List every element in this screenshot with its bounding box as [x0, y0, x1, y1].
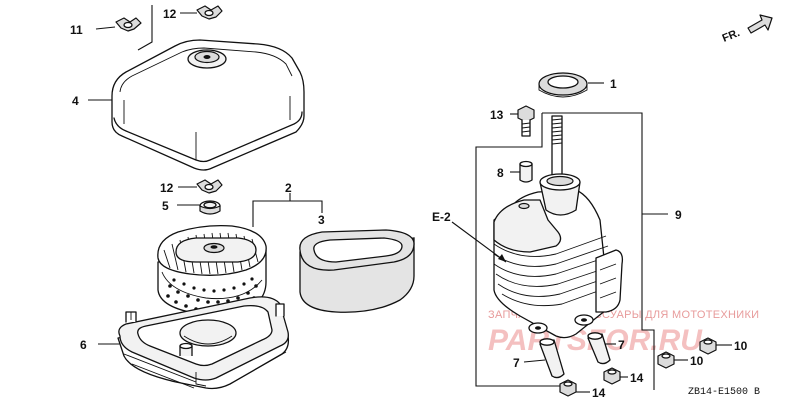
callout-e2-reference: E-2: [432, 210, 451, 224]
case-tab-front-left: [125, 311, 137, 323]
front-direction-label: FR.: [721, 27, 742, 45]
case-tab-rear: [275, 303, 285, 317]
part-11-wing-nut: [115, 17, 142, 32]
part-1-gasket: [538, 72, 588, 98]
part-4-air-cleaner-cover: [111, 39, 305, 171]
part-14-nut-upper: [603, 367, 621, 385]
part-2-filter-element: [157, 224, 267, 316]
callout-13: 13: [490, 108, 504, 122]
part-8-collar: [519, 160, 533, 183]
elbow-mounting-lug-left: [528, 322, 548, 334]
callout-14-upper: 14: [630, 371, 644, 385]
callout-12-upper: 12: [163, 7, 177, 21]
part-10-cap-nut-right: [699, 337, 717, 355]
callout-10-right: 10: [734, 339, 748, 353]
callout-12-lower: 12: [160, 181, 174, 195]
callout-8: 8: [497, 166, 504, 180]
part-7-collar-left: [539, 338, 565, 379]
part-7-collar-right: [587, 332, 611, 365]
callout-4: 4: [72, 94, 79, 108]
callout-2: 2: [285, 181, 292, 195]
callout-1: 1: [610, 77, 617, 91]
part-3-foam-element: [299, 229, 415, 313]
part-12-wing-nut-upper: [196, 5, 223, 20]
elbow-mounting-lug-right: [574, 314, 594, 326]
figure-code: ZB14-E1500 B: [688, 387, 760, 398]
callout-5: 5: [162, 199, 169, 213]
callout-11: 11: [70, 23, 83, 37]
part-9-elbow-case: [493, 115, 624, 339]
part-12-wing-nut-lower: [196, 179, 223, 194]
part-10-cap-nut-left: [657, 351, 675, 369]
callout-9: 9: [675, 208, 682, 222]
callout-6: 6: [80, 338, 87, 352]
front-direction-arrow-icon: FR.: [721, 14, 773, 45]
part-6-air-cleaner-case: [117, 296, 290, 390]
part-14-nut-lower: [559, 379, 577, 397]
callout-3: 3: [318, 213, 325, 227]
part-5-seal: [199, 200, 221, 215]
callout-7-left: 7: [513, 356, 520, 370]
callout-7-right: 7: [618, 338, 625, 352]
callout-14-lower: 14: [592, 386, 606, 400]
callout-10-left: 10: [690, 354, 704, 368]
case-tab-front: [179, 342, 193, 356]
part-13-bolt: [517, 105, 535, 137]
